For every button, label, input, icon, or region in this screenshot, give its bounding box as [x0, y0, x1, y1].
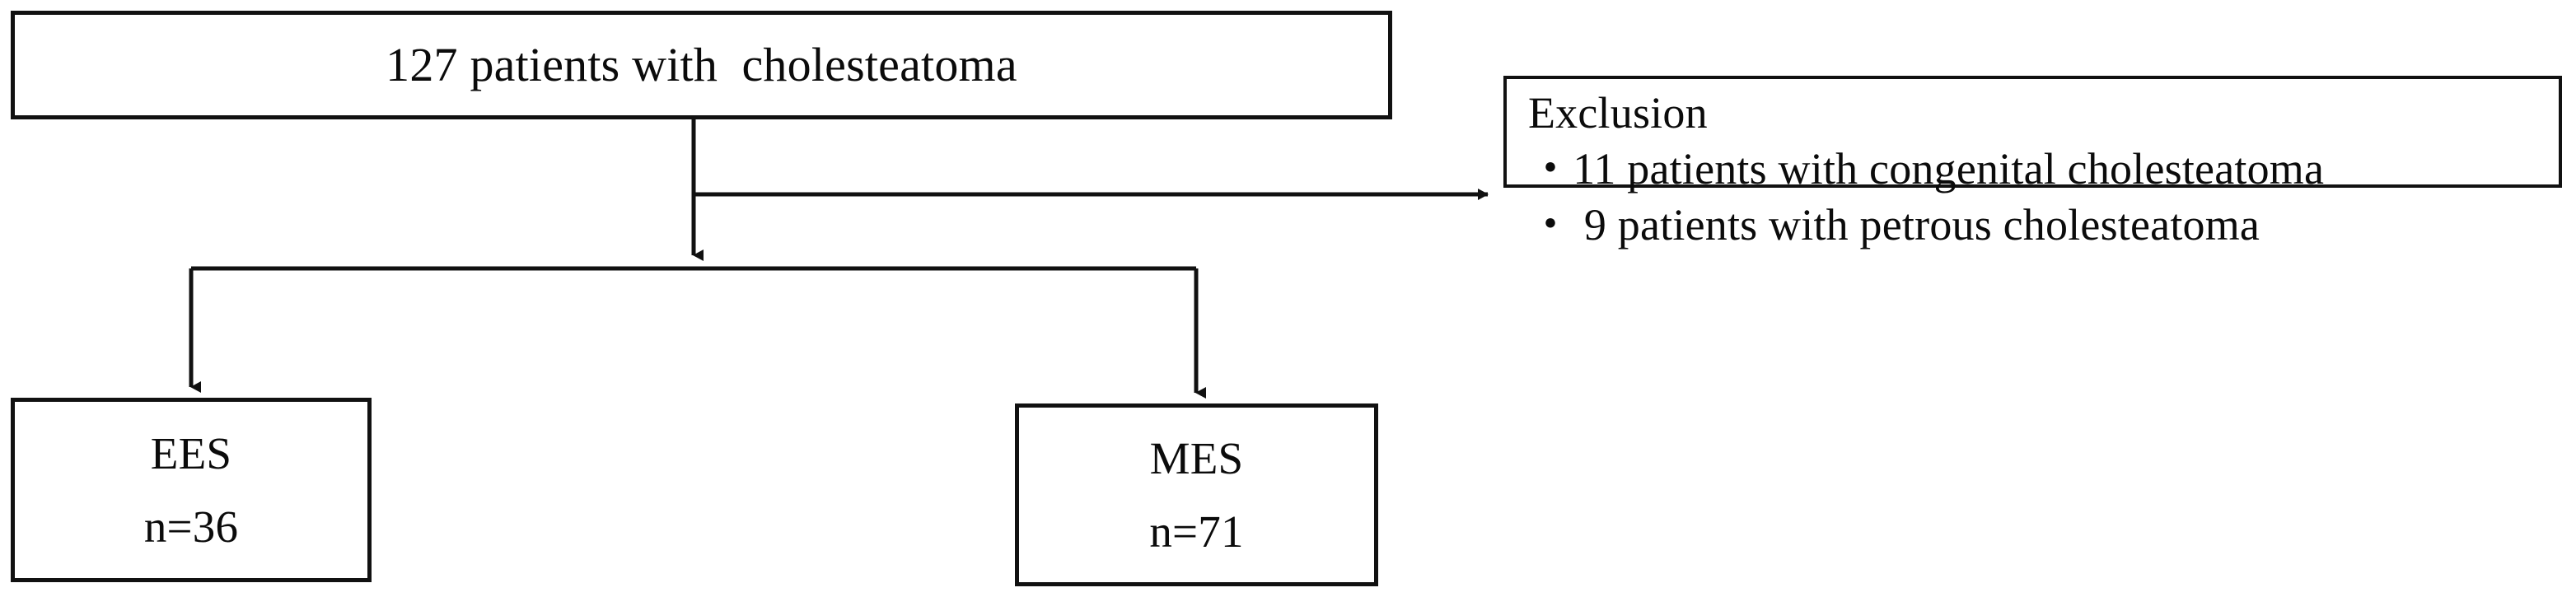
node-exclusion-box: Exclusion ・11 patients with congenital c…	[1503, 76, 2562, 250]
node-mes-label: MES	[1149, 432, 1244, 483]
exclusion-item-congenital: ・11 patients with congenital cholesteato…	[1528, 143, 2325, 194]
node-mes-box: MES n=71	[1015, 403, 1378, 586]
node-cohort-label: 127 patients with cholesteatoma	[386, 37, 1017, 91]
node-ees-box: EES n=36	[11, 398, 372, 582]
exclusion-heading: Exclusion	[1528, 88, 1708, 138]
node-cohort-box: 127 patients with cholesteatoma	[11, 11, 1392, 119]
exclusion-item-petrous: ・ 9 patients with petrous cholesteatoma	[1528, 199, 2260, 250]
node-ees-count: n=36	[143, 501, 239, 552]
node-mes-count: n=71	[1149, 506, 1244, 557]
node-ees-label: EES	[150, 427, 232, 478]
